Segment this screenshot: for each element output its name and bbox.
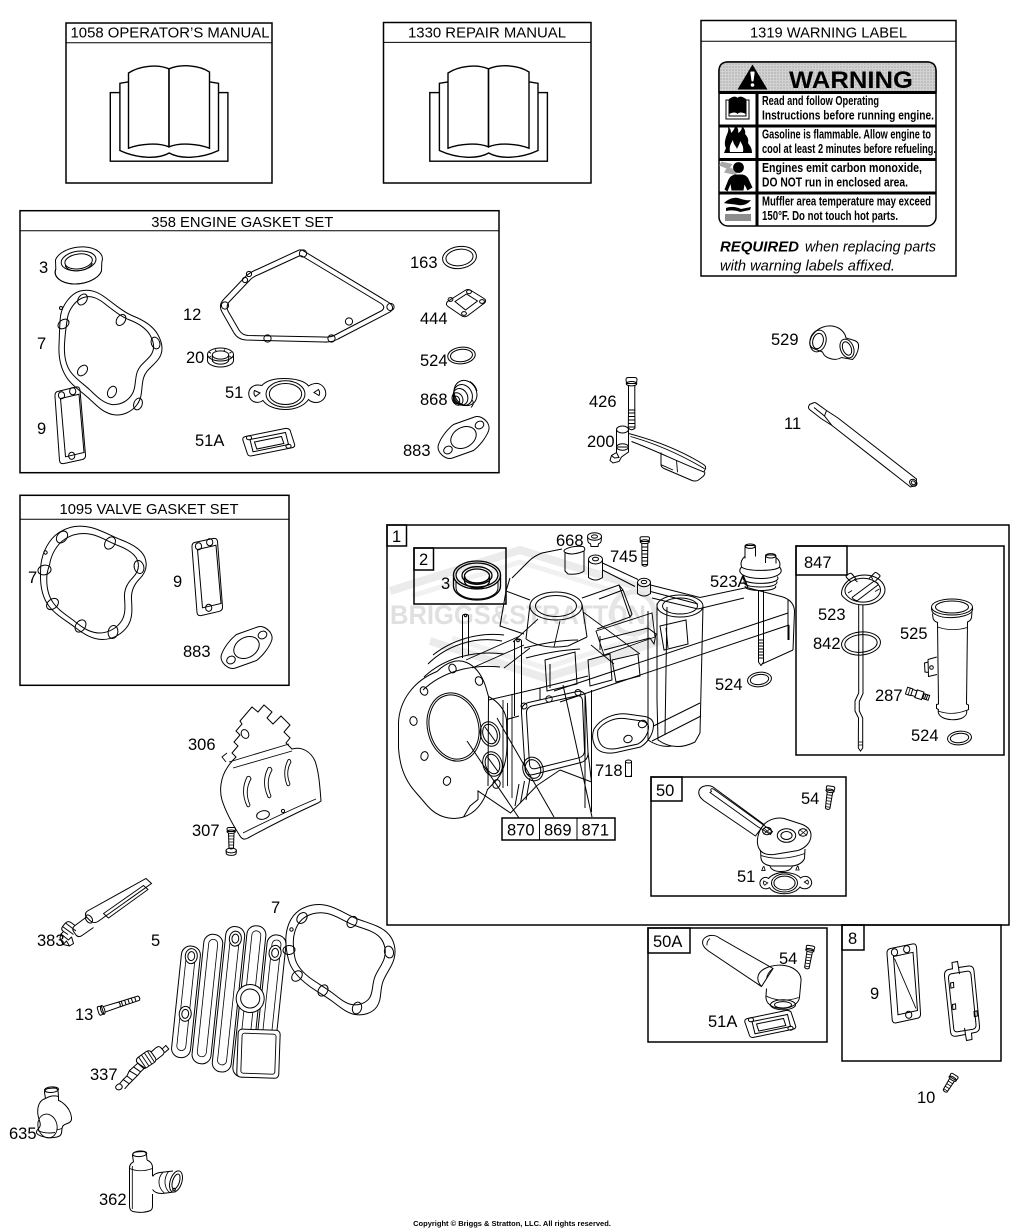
svg-text:444: 444: [420, 310, 448, 328]
svg-text:870: 870: [507, 822, 535, 840]
svg-text:with warning labels affixed.: with warning labels affixed.: [720, 259, 895, 275]
svg-text:337: 337: [90, 1066, 118, 1084]
svg-text:Copyright © Briggs & Stratton,: Copyright © Briggs & Stratton, LLC. All …: [413, 1219, 611, 1228]
svg-text:12: 12: [183, 306, 201, 324]
svg-text:2: 2: [419, 551, 428, 569]
svg-text:1: 1: [392, 528, 401, 546]
svg-text:307: 307: [192, 822, 220, 840]
svg-text:51A: 51A: [708, 1013, 737, 1031]
svg-text:426: 426: [589, 393, 617, 411]
svg-text:745: 745: [610, 548, 638, 566]
svg-text:REQUIRED: REQUIRED: [720, 240, 800, 256]
svg-text:Muffler area temperature may e: Muffler area temperature may exceed: [762, 194, 931, 209]
svg-text:871: 871: [582, 822, 610, 840]
svg-text:13: 13: [75, 1006, 93, 1024]
svg-text:842: 842: [813, 635, 841, 653]
svg-text:150°F. Do not touch hot parts: 150°F. Do not touch hot parts.: [762, 208, 898, 223]
svg-text:11: 11: [784, 415, 801, 433]
svg-text:Read and follow Operating: Read and follow Operating: [762, 93, 879, 108]
svg-text:5: 5: [151, 932, 160, 950]
svg-text:3: 3: [39, 259, 48, 277]
svg-text:50A: 50A: [653, 933, 682, 951]
svg-text:1319 WARNING LABEL: 1319 WARNING LABEL: [750, 24, 907, 41]
svg-text:524: 524: [911, 727, 939, 745]
svg-text:9: 9: [173, 573, 182, 591]
svg-text:287: 287: [875, 687, 903, 705]
svg-text:BRIGGS&STRATTON: BRIGGS&STRATTON: [390, 600, 646, 630]
svg-text:10: 10: [917, 1089, 935, 1107]
svg-text:200: 200: [587, 433, 615, 451]
svg-text:883: 883: [183, 643, 211, 661]
svg-text:cool at least 2 minutes before: cool at least 2 minutes before refueling…: [762, 141, 936, 156]
svg-text:9: 9: [870, 985, 879, 1003]
svg-text:523A: 523A: [710, 573, 749, 591]
svg-text:9: 9: [37, 420, 46, 438]
svg-text:718: 718: [595, 762, 623, 780]
svg-text:7: 7: [37, 335, 46, 353]
svg-text:54: 54: [779, 950, 797, 968]
svg-text:868: 868: [420, 391, 448, 409]
svg-text:525: 525: [900, 625, 928, 643]
svg-text:51A: 51A: [195, 432, 224, 450]
svg-text:54: 54: [801, 790, 819, 808]
svg-text:523: 523: [818, 606, 846, 624]
svg-text:DO NOT run in enclosed area.: DO NOT run in enclosed area.: [762, 175, 908, 190]
svg-text:524: 524: [715, 676, 743, 694]
svg-text:3: 3: [441, 575, 450, 593]
svg-text:WARNING: WARNING: [789, 67, 913, 94]
svg-text:358 ENGINE GASKET SET: 358 ENGINE GASKET SET: [151, 214, 333, 231]
svg-text:163: 163: [410, 254, 438, 272]
svg-text:20: 20: [186, 349, 204, 367]
svg-text:883: 883: [403, 442, 431, 460]
svg-text:50: 50: [656, 782, 674, 800]
svg-text:847: 847: [804, 554, 832, 572]
svg-text:524: 524: [420, 352, 448, 370]
svg-text:1330 REPAIR MANUAL: 1330 REPAIR MANUAL: [408, 25, 566, 42]
svg-text:51: 51: [737, 868, 755, 886]
svg-text:when replacing parts: when replacing parts: [805, 240, 936, 256]
svg-text:1058 OPERATOR’S MANUAL: 1058 OPERATOR’S MANUAL: [71, 25, 270, 42]
svg-text:7: 7: [28, 569, 37, 587]
svg-text:Gasoline is flammable. Allow e: Gasoline is flammable. Allow engine to: [762, 127, 931, 142]
svg-text:306: 306: [188, 736, 216, 754]
svg-text:383: 383: [37, 932, 65, 950]
svg-text:362: 362: [99, 1191, 127, 1209]
svg-text:1095 VALVE GASKET SET: 1095 VALVE GASKET SET: [60, 501, 239, 518]
svg-text:668: 668: [556, 532, 584, 550]
svg-text:7: 7: [271, 899, 280, 917]
svg-text:635: 635: [9, 1125, 37, 1143]
svg-text:8: 8: [848, 930, 857, 948]
svg-text:51: 51: [225, 384, 243, 402]
svg-text:529: 529: [771, 331, 799, 349]
svg-text:Instructions before running en: Instructions before running engine.: [762, 108, 934, 123]
svg-text:Engines emit carbon monoxide,: Engines emit carbon monoxide,: [762, 160, 922, 175]
svg-text:869: 869: [544, 822, 572, 840]
